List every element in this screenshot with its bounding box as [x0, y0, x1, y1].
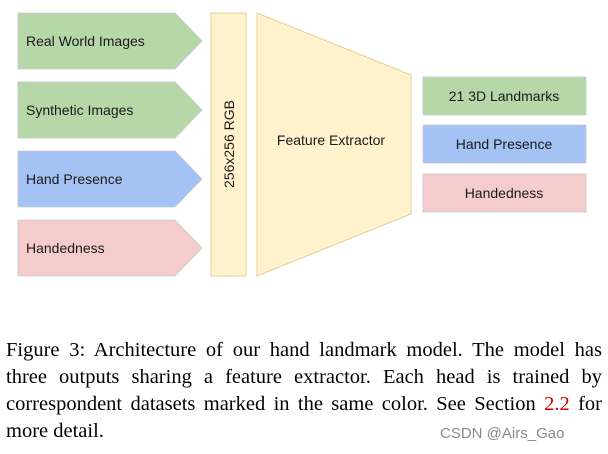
input-arrow-hand-presence: Hand Presence	[17, 150, 203, 208]
input-label: Hand Presence	[26, 171, 123, 187]
feature-extractor-label: Feature Extractor	[277, 132, 385, 148]
input-label: Handedness	[26, 240, 105, 256]
input-label: Real World Images	[26, 33, 145, 49]
output-label: 21 3D Landmarks	[449, 88, 560, 104]
output-rect	[422, 124, 587, 164]
input-arrow-shape	[17, 81, 203, 139]
input-arrow-shape	[17, 12, 203, 70]
output-rect	[422, 76, 587, 116]
section-reference-link[interactable]: 2.2	[544, 393, 570, 415]
input-label: Synthetic Images	[26, 102, 133, 118]
output-label: Handedness	[465, 185, 544, 201]
figure-caption: Figure 3: Architecture of our hand landm…	[6, 337, 602, 445]
output-box-landmarks: 21 3D Landmarks	[422, 76, 587, 116]
input-arrow-shape	[17, 219, 203, 277]
rgb-input-block: 256x256 RGB	[210, 12, 247, 277]
input-arrow-shape	[17, 150, 203, 208]
watermark: CSDN @Airs_Gao	[440, 425, 565, 442]
architecture-diagram: Real World Images Synthetic Images Hand …	[17, 12, 587, 277]
input-arrow-real-world-images: Real World Images	[17, 12, 203, 70]
input-arrow-handedness: Handedness	[17, 219, 203, 277]
output-box-handedness: Handedness	[422, 173, 587, 213]
caption-text-end: for more detail.	[6, 393, 602, 442]
feature-extractor: Feature Extractor	[256, 12, 412, 277]
rgb-input-rect	[210, 12, 247, 277]
figure-label: Figure 3:	[6, 339, 86, 361]
output-box-hand-presence: Hand Presence	[422, 124, 587, 164]
rgb-input-label: 256x256 RGB	[221, 100, 237, 188]
caption-text: Architecture of our hand landmark model.…	[6, 339, 602, 415]
output-rect	[422, 173, 587, 213]
output-label: Hand Presence	[456, 136, 553, 152]
feature-extractor-shape	[256, 12, 412, 277]
input-arrow-synthetic-images: Synthetic Images	[17, 81, 203, 139]
